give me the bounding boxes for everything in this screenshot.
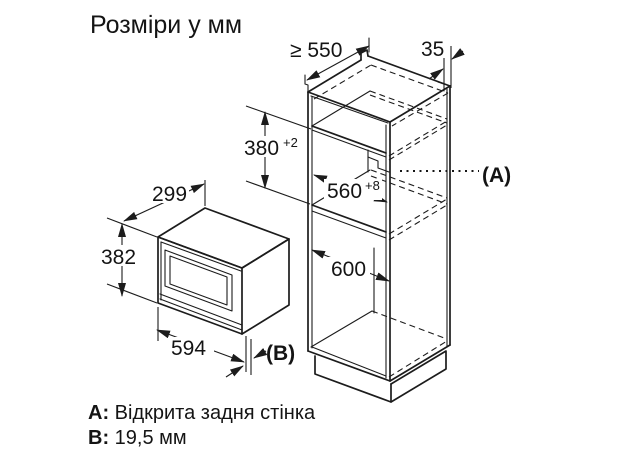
dim-depth-label: ≥ 550	[290, 39, 342, 62]
cabinet-plinth	[314, 350, 447, 403]
note-b-label: B:	[88, 427, 109, 449]
note-b: B: 19,5 мм	[88, 427, 187, 449]
niche-step-detail	[367, 149, 390, 173]
labels: Розміри у мм ≥ 550 35 380 +2 560 +8 600 …	[88, 11, 511, 449]
dim-niche-width-tolerance: +8	[365, 178, 380, 193]
note-a-text: Відкрита задня стінка	[109, 402, 316, 424]
hidden-edges	[313, 64, 449, 378]
callout-a: (A)	[482, 164, 511, 187]
note-a-label: A:	[88, 402, 109, 424]
dim-niche-height-label: 380	[244, 137, 279, 160]
dim-niche-height-tolerance: +2	[283, 135, 298, 150]
note-b-text: 19,5 мм	[109, 427, 187, 449]
microwave-side-face	[241, 238, 290, 335]
dim-niche-width-label: 560	[327, 180, 362, 203]
microwave-control-strip	[159, 293, 243, 326]
cabinet-floor-edge	[310, 310, 373, 348]
dim-appliance-height-label: 382	[101, 246, 136, 269]
diagram-title: Розміри у мм	[90, 11, 242, 39]
microwave-drawing	[157, 207, 290, 335]
callout-b: (B)	[266, 342, 295, 365]
dim-appliance-depth-label: 299	[152, 183, 187, 206]
shelf-top	[311, 90, 387, 158]
note-a: A: Відкрита задня стінка	[88, 402, 316, 424]
dim-line-depth	[306, 45, 370, 81]
depth-ref-tick-front	[304, 74, 309, 93]
dim-appliance-width-label: 594	[171, 337, 206, 360]
dim-cabinet-width-label: 600	[331, 258, 366, 281]
dim-line-rear-gap	[428, 68, 444, 80]
dim-rear-gap-label: 35	[421, 38, 444, 61]
cabinet-drawing	[304, 37, 451, 403]
microwave-door-window	[164, 249, 233, 312]
dimension-lines	[106, 45, 479, 378]
